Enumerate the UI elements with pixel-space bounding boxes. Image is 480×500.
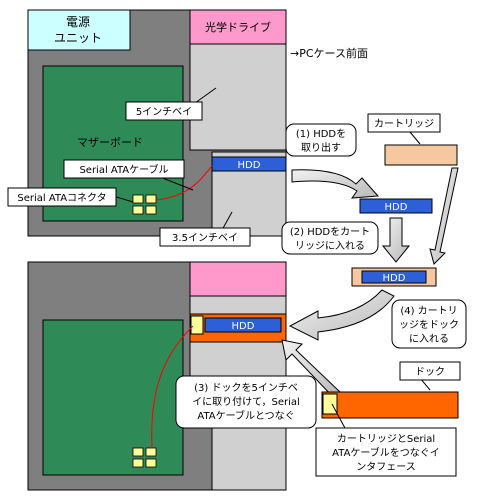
step-4-text-1: (4) カートリ [400, 305, 457, 317]
step-1-text-1: (1) HDDを [296, 128, 346, 140]
hdd-installed [204, 317, 282, 333]
callout-5inch-bay: 5インチベイ [125, 87, 217, 121]
motherboard-label: マザーボード [77, 136, 143, 149]
callout-35inch-bay: 3.5インチベイ [159, 211, 251, 247]
step-1-text-2: 取り出す [301, 141, 341, 154]
power-unit-label-1: 電源 [66, 15, 90, 29]
interface-text-3: ンタフェース [356, 461, 416, 473]
hdd-in-bay [211, 156, 287, 172]
hdd-removed [359, 198, 433, 214]
sata-connector-bottom [132, 447, 157, 468]
hdd-in-cartridge [361, 270, 427, 284]
hdd-in-cartridge-label: HDD [383, 273, 406, 284]
interface-text-2: ATAケーブルをつなぐイ [332, 446, 440, 459]
step-1-callout: (1) HDDを 取り出す [285, 123, 357, 157]
cartridge-label: カートリッジ [374, 118, 434, 130]
pc-front-label: →PCケース前面 [290, 46, 368, 60]
callout-sata-connector: Serial ATAコネクタ [7, 187, 134, 207]
step-3-text-2: イに取り付けて，Serial [192, 395, 300, 408]
step-2-callout: (2) HDDをカート リッジに入れる [281, 221, 379, 255]
callout-35inch-bay-text: 3.5インチベイ [172, 232, 238, 244]
cartridge-empty: カートリッジ [367, 113, 458, 166]
callout-sata-cable: Serial ATAケーブル [63, 159, 194, 191]
hdd-installed-label: HDD [232, 321, 255, 332]
arrow-step1 [291, 169, 380, 199]
sata-connector-top [132, 194, 157, 215]
dock-standalone: ドック [321, 361, 461, 419]
step-3-text-3: ATAケーブルとつなぐ [197, 409, 294, 422]
dock-installed-connector [190, 315, 204, 335]
dock-label: ドック [415, 366, 445, 378]
cartridge-box [384, 144, 458, 166]
top-pc-case: 電源 ユニット 光学ドライブ HDD マザーボード [27, 9, 287, 237]
hdd-in-bay-label: HDD [238, 160, 261, 171]
step-4-text-2: ッジをドック [399, 319, 459, 331]
dock-box [321, 391, 459, 419]
step-2-text-1: (2) HDDをカート [290, 226, 370, 238]
step-4-callout: (4) カートリ ッジをドック に入れる [391, 299, 467, 349]
sata-cable-top [155, 165, 213, 201]
callout-sata-cable-text: Serial ATAケーブル [79, 163, 168, 176]
optical-drive [189, 9, 287, 45]
arrow-step2-down [381, 217, 411, 263]
step-3-text-1: (3) ドックを5インチベ [194, 382, 298, 394]
dock-connector [322, 393, 338, 415]
callout-sata-connector-text: Serial ATAコネクタ [17, 192, 106, 204]
step-4-text-3: に入れる [409, 333, 449, 345]
arrow-cartridge-down [429, 167, 459, 265]
hdd-removed-label: HDD [385, 202, 408, 213]
optical-drive-label: 光学ドライブ [205, 20, 271, 34]
arrow-step3 [281, 339, 341, 399]
power-unit-label-2: ユニット [54, 31, 102, 45]
bottom-pc-case: HDD [27, 261, 287, 491]
bottom-motherboard [42, 319, 184, 476]
step-2-text-2: リッジに入れる [295, 240, 365, 252]
step-3-callout: (3) ドックを5インチベ イに取り付けて，Serial ATAケーブルとつなぐ [175, 375, 317, 429]
sata-cable-bottom [151, 325, 194, 449]
cartridge-with-hdd: HDD [351, 267, 437, 287]
power-unit [27, 9, 131, 51]
arrow-step4 [288, 289, 395, 341]
bottom-optical-drive [189, 261, 287, 297]
interface-text-1: カートリッジとSerial [337, 433, 435, 445]
interface-callout: カートリッジとSerial ATAケーブルをつなぐイ ンタフェース [315, 403, 457, 477]
callout-5inch-bay-text: 5インチベイ [136, 106, 192, 118]
